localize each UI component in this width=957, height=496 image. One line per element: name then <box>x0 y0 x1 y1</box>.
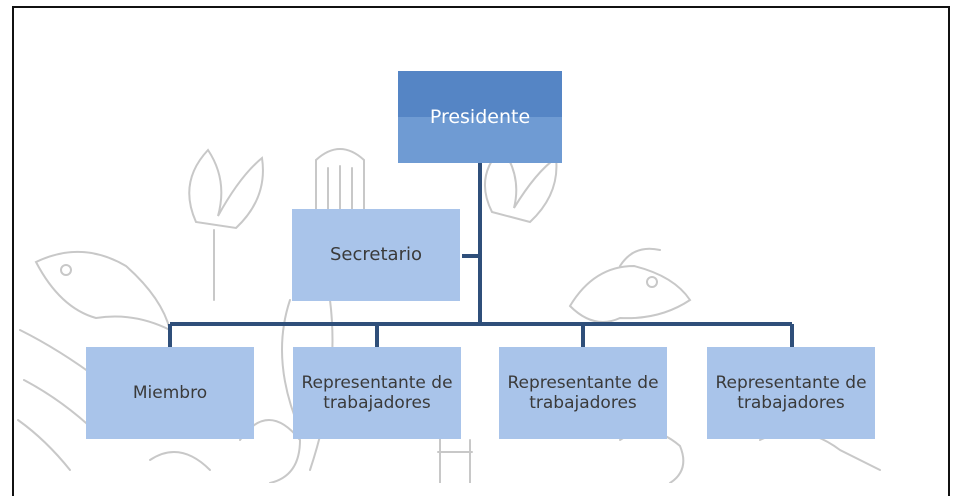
node-representante-3: Representante de trabajadores <box>707 347 875 439</box>
node-representante-2-label: Representante de trabajadores <box>507 372 659 413</box>
node-representante-3-label: Representante de trabajadores <box>715 372 867 413</box>
node-representante-1-label: Representante de trabajadores <box>301 372 453 413</box>
node-presidente: Presidente <box>398 71 562 163</box>
slide-frame <box>12 6 950 496</box>
org-chart-slide: Presidente Secretario Miembro Representa… <box>12 6 950 496</box>
node-secretario: Secretario <box>292 209 460 301</box>
node-presidente-label: Presidente <box>429 105 531 128</box>
node-miembro-label: Miembro <box>132 382 208 403</box>
node-representante-1: Representante de trabajadores <box>293 347 461 439</box>
node-miembro: Miembro <box>86 347 254 439</box>
node-representante-2: Representante de trabajadores <box>499 347 667 439</box>
connector-lines <box>168 163 794 347</box>
node-secretario-label: Secretario <box>330 244 422 266</box>
